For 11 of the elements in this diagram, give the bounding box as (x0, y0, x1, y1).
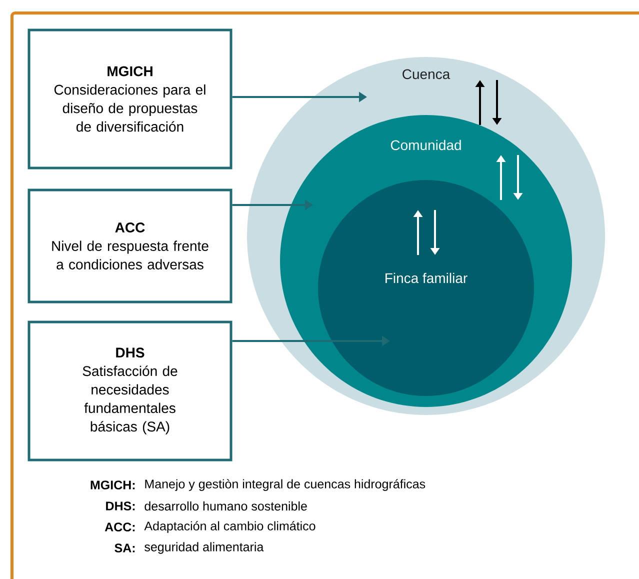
definition: Manejo y gestiòn integral de cuencas hidrográficas (145, 479, 426, 491)
text-box: ACC Nivel de respuesta frente a condiciones adversas (28, 188, 232, 304)
definition: Adaptación al cambio climático (144, 521, 316, 533)
term: SA: (114, 544, 135, 552)
term: ACC: (104, 522, 135, 532)
definition: seguridad alimentaria (144, 542, 264, 554)
term: DHS: (106, 502, 135, 510)
term: MGICH: (90, 480, 135, 490)
text-box: MGICH Consideraciones para el diseño de propuestas de diversificación (28, 28, 232, 170)
text-box: DHS Satisfacción de necesidades fundamentales básicas (SA) (28, 320, 232, 462)
definition: desarrollo humano sostenible (144, 501, 307, 511)
